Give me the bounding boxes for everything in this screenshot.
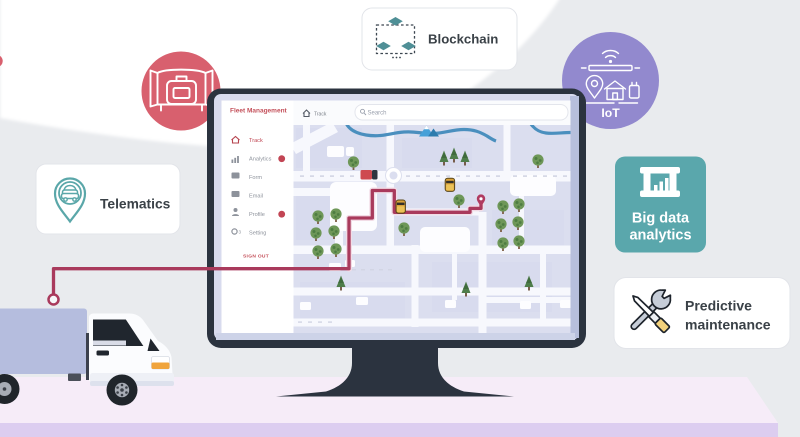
svg-text:Predictive: Predictive bbox=[685, 298, 752, 314]
svg-text:IoT: IoT bbox=[601, 106, 620, 120]
svg-text:Email: Email bbox=[249, 194, 263, 200]
svg-text:Profile: Profile bbox=[249, 212, 265, 218]
svg-text:Analytics: Analytics bbox=[249, 157, 272, 163]
svg-text:3: 3 bbox=[239, 230, 242, 235]
svg-text:analytics: analytics bbox=[629, 228, 691, 244]
svg-text:Setting: Setting bbox=[249, 231, 266, 237]
svg-text:SIGN OUT: SIGN OUT bbox=[243, 253, 269, 259]
svg-text:Telematics: Telematics bbox=[100, 197, 171, 212]
svg-text:Track: Track bbox=[314, 112, 327, 118]
svg-text:Form: Form bbox=[249, 175, 262, 181]
svg-text:Fleet Management: Fleet Management bbox=[230, 108, 288, 115]
svg-text:Track: Track bbox=[249, 138, 263, 144]
svg-text:Blockchain: Blockchain bbox=[428, 32, 498, 47]
svg-text:Search: Search bbox=[368, 111, 387, 117]
svg-text:maintenance: maintenance bbox=[685, 317, 771, 333]
svg-text:Big data: Big data bbox=[632, 211, 690, 227]
